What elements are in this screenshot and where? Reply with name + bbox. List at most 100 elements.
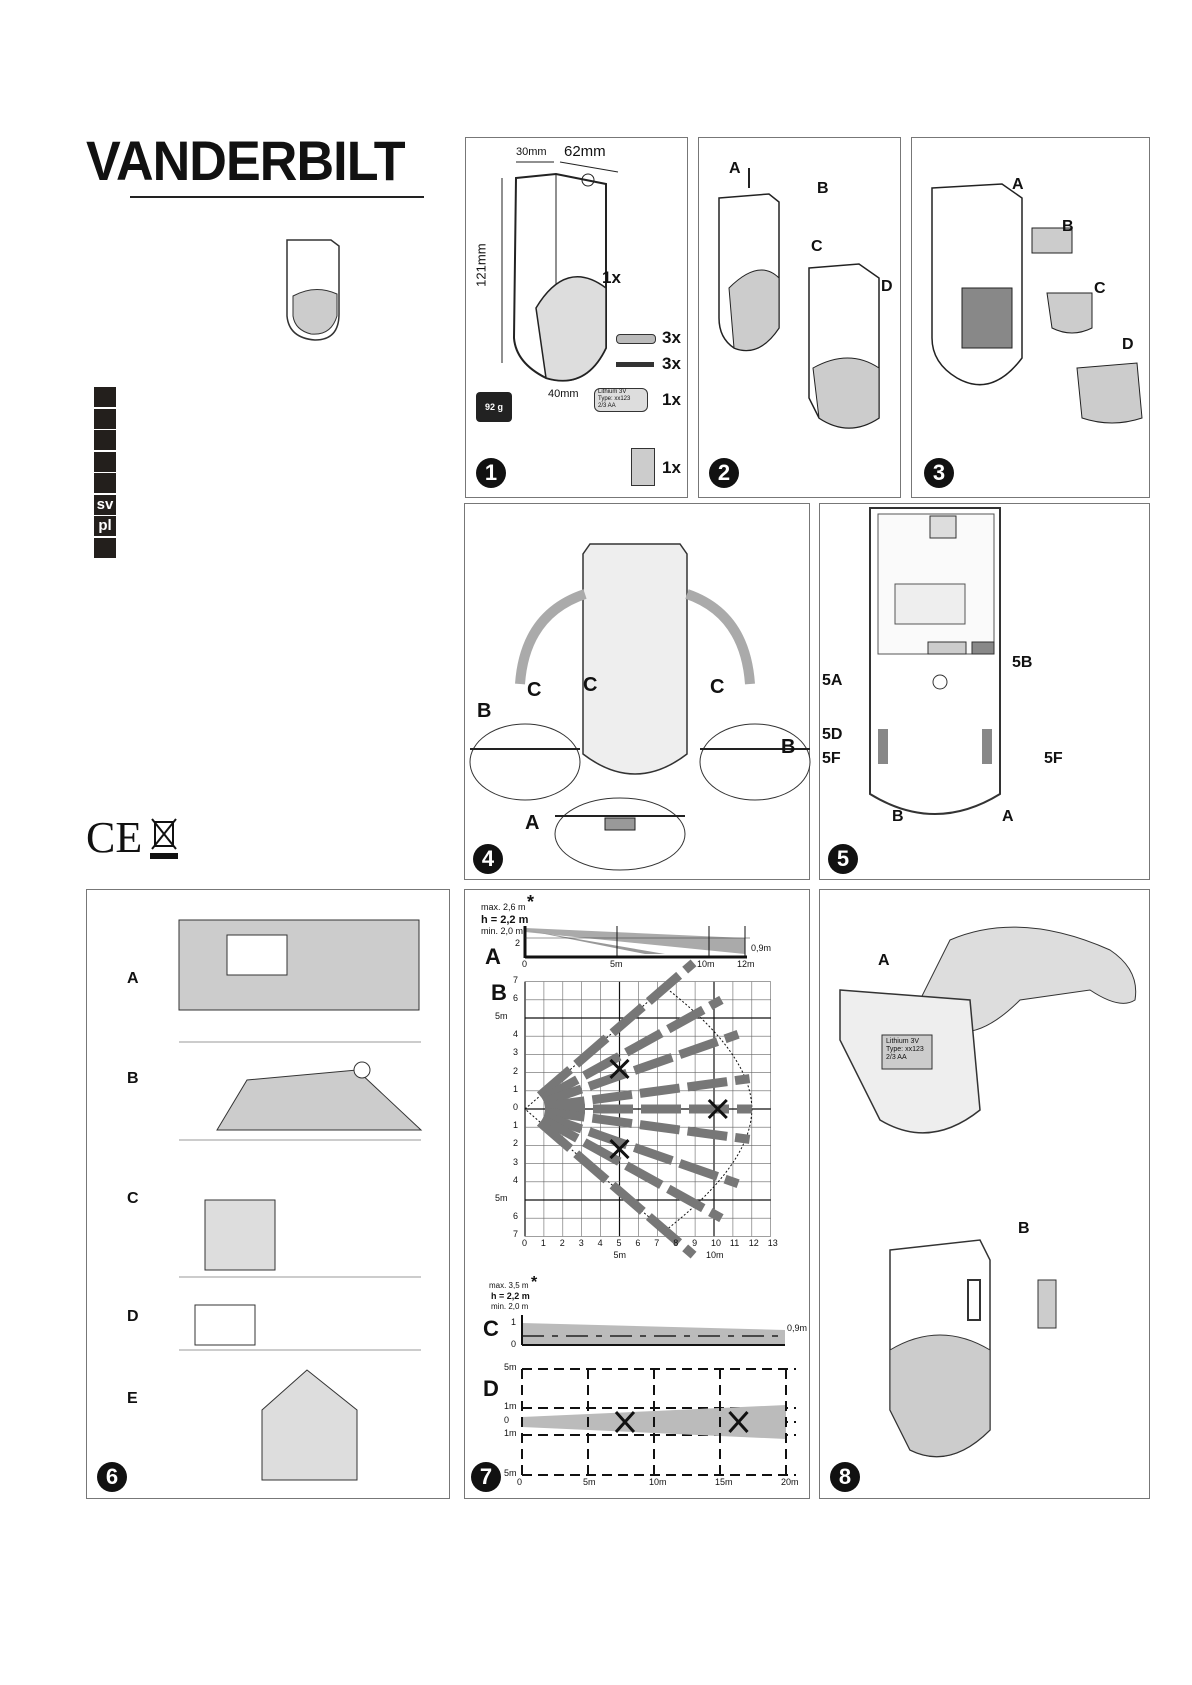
x-tick-label: 4	[597, 1238, 603, 1249]
detection-beam	[540, 995, 724, 1103]
detection-beam	[540, 1115, 724, 1223]
panel-3-disassembly: A B C D 3	[911, 137, 1150, 498]
step-number: 6	[97, 1462, 127, 1492]
y-tick-label: 7	[513, 974, 519, 985]
label-d: D	[1122, 336, 1134, 353]
detection-beam	[536, 1118, 697, 1259]
x-tick-label: 0	[522, 1238, 528, 1249]
battery-line: Type: xx123	[598, 396, 631, 402]
x-tick-label: 3	[578, 1238, 584, 1249]
battery-line: Type: xx123	[886, 1046, 924, 1053]
asterisk: *	[527, 892, 535, 912]
x-tick-label: 11	[729, 1238, 740, 1249]
y-tick-label: 1m	[504, 1428, 517, 1438]
c-max-height: max. 3,5 m	[489, 1281, 529, 1290]
y-tick-label: 3	[513, 1156, 519, 1167]
y-tick-label: 6	[513, 1211, 519, 1222]
c-end-height: 0,9m	[787, 1323, 808, 1333]
label-5f-right: 5F	[1044, 750, 1063, 767]
battery-line: 2/3 AA	[886, 1054, 907, 1061]
x-tick-label: 6	[635, 1238, 641, 1249]
wall-plug-icon	[616, 334, 656, 344]
x-tick-label: 5m	[583, 1477, 596, 1487]
battery-line: 2/3 AA	[598, 403, 616, 409]
x-m-label: 10m	[706, 1250, 724, 1261]
label-5a: 5A	[822, 672, 843, 689]
step-number: 1	[476, 458, 506, 488]
label-b-left: B	[477, 700, 492, 722]
detector-quantity: 1x	[602, 268, 621, 287]
disassembly-drawing	[931, 183, 1143, 424]
x-tick-label: 20m	[781, 1477, 799, 1487]
detection-beam	[542, 1030, 740, 1107]
panel-5-circuit-board: 5A 5B 5D 5F 5F B A 5	[819, 503, 1150, 880]
language-tab[interactable]: pl	[94, 516, 116, 536]
x-tick-label: 8	[673, 1238, 679, 1249]
battery-line: Lithium 3V	[598, 389, 627, 395]
weee-bin-icon	[150, 818, 178, 859]
panel-6-placement-guidelines: A B C D E 6	[86, 889, 450, 1499]
label-a: A	[485, 944, 501, 969]
language-tab[interactable]: sv	[94, 494, 116, 515]
detector-dimensions-drawing	[501, 161, 619, 382]
y-tick-label: 4	[513, 1174, 519, 1185]
step-number: 2	[709, 458, 739, 488]
a-x-tick: 5m	[610, 959, 623, 969]
plug-quantity: 3x	[662, 328, 681, 347]
screw-quantity: 3x	[662, 354, 681, 373]
x-m-label: 5m	[613, 1250, 627, 1261]
label-c: C	[127, 1190, 139, 1207]
label-a: A	[525, 812, 540, 834]
mounting-base-drawing	[469, 543, 811, 871]
a-x-tick: 12m	[737, 959, 755, 969]
label-b: B	[491, 980, 507, 1005]
c-min-height: min. 2,0 m	[491, 1302, 529, 1311]
placement-guidelines-drawing	[178, 919, 423, 1481]
language-tab[interactable]	[94, 473, 116, 493]
housing-opening-drawing	[718, 168, 880, 429]
logo-underline	[130, 196, 424, 198]
detection-beam	[536, 959, 697, 1100]
label-c-center: C	[583, 674, 598, 696]
a-y-tick: 2	[515, 938, 521, 948]
panel-4-mounting: C C C B B A 4	[464, 503, 811, 880]
battery-quantity: 1x	[662, 390, 681, 409]
top-view-chart-d	[521, 1368, 796, 1476]
label-5f-left: 5F	[822, 750, 841, 767]
coverage-outline	[524, 986, 753, 1232]
label-c: C	[483, 1316, 499, 1341]
a-end-height: 0,9m	[751, 943, 772, 953]
walk-test-x-mark	[609, 1058, 630, 1080]
label-a: A	[878, 952, 890, 969]
height-dimension: 121mm	[473, 243, 489, 287]
step-number: 8	[830, 1462, 860, 1492]
x-tick-label: 5	[616, 1238, 622, 1249]
language-tab[interactable]	[94, 387, 116, 407]
c-y-tick: 0	[511, 1339, 517, 1349]
y-tick-label: 5m	[495, 1193, 508, 1203]
a-mount-height: h = 2,2 m	[481, 914, 529, 926]
side-view-chart-a	[523, 926, 750, 959]
y-tick-label: 7	[513, 1229, 519, 1240]
language-tab[interactable]	[94, 451, 116, 472]
vanderbilt-logo: VANDERBILT	[86, 129, 406, 192]
magnet-quantity: 1x	[662, 458, 681, 477]
language-tab[interactable]	[94, 537, 116, 558]
weight-value: 92 g	[484, 402, 503, 412]
detection-beam	[544, 1074, 751, 1111]
y-tick-label: 6	[513, 992, 519, 1003]
label-a: A	[1012, 176, 1024, 193]
panel-1-contents: 30mm 62mm 121mm 40mm 92 g 1x 3x 3x Lithi…	[465, 137, 688, 498]
x-tick-label: 15m	[715, 1477, 733, 1487]
language-tab[interactable]	[94, 430, 116, 450]
label-a: A	[1002, 808, 1014, 825]
label-a: A	[127, 970, 139, 987]
label-e: E	[127, 1390, 138, 1407]
y-tick-label: 5m	[504, 1468, 517, 1478]
language-tab[interactable]	[94, 408, 116, 429]
label-d: D	[881, 278, 893, 295]
width-dimension: 62mm	[564, 143, 606, 160]
